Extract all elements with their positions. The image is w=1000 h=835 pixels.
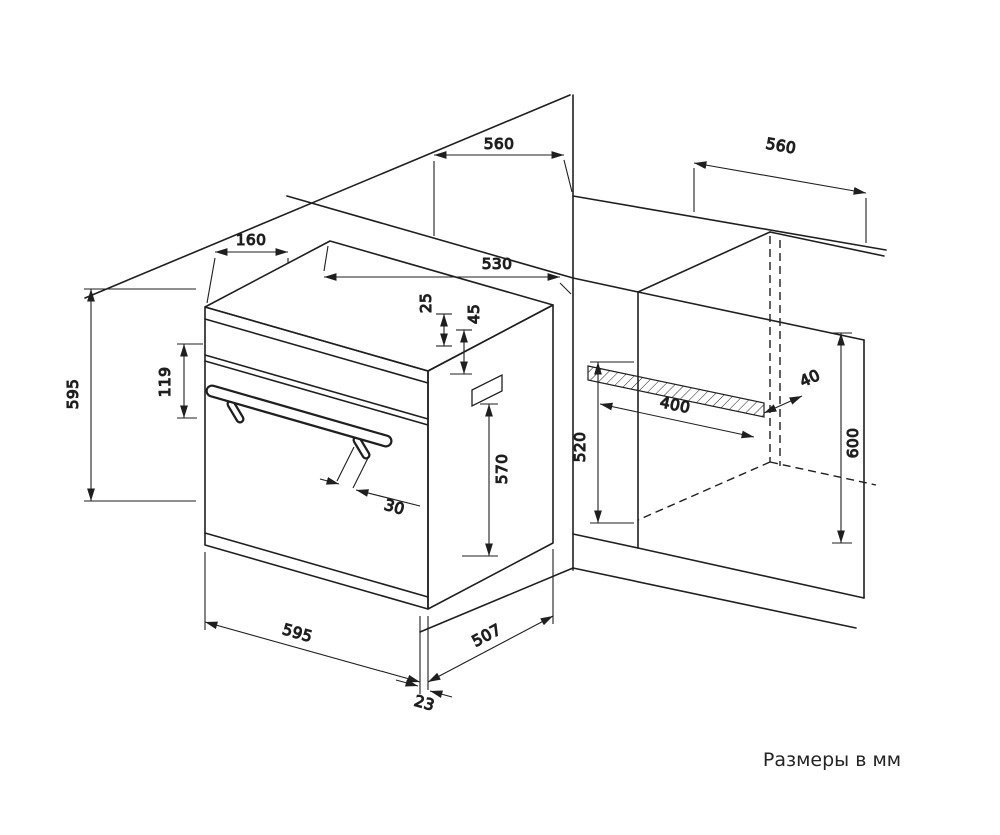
dim-label-niche-height: 600: [844, 428, 862, 459]
dim-label-front-panel-depth: 160: [236, 231, 267, 249]
oven-side-face: [427, 304, 554, 610]
dimensions: 560 560 530 160 25: [63, 134, 867, 715]
dim-label-oven-width: 595: [280, 620, 314, 646]
dimension-front-panel-depth: 160: [206, 230, 289, 304]
units-caption: Размеры в мм: [763, 749, 901, 771]
dimension-niche-depth-right: 560: [693, 134, 867, 243]
dimension-cutout-width: 530: [323, 245, 572, 295]
dimension-door-overhang: 23: [395, 678, 453, 715]
door-handle: [205, 384, 393, 460]
kitchen-structure: [84, 94, 887, 633]
dimension-niche-height: 600: [832, 332, 863, 544]
control-panel-top-line: [204, 318, 429, 384]
oven: [204, 240, 554, 610]
dimension-oven-width: 595: [204, 552, 421, 694]
dim-label-handle-depth: 30: [382, 496, 407, 519]
dim-label-oven-depth: 507: [469, 620, 504, 650]
dim-label-control-zone-height: 119: [156, 367, 174, 398]
dim-label-door-height: 570: [493, 454, 511, 485]
dimension-niche-depth-left: 560: [433, 134, 573, 236]
dimension-base-opening-height: 520: [570, 361, 634, 524]
dim-label-rear-gap: 40: [797, 366, 823, 391]
dimension-panel-height: 45: [450, 303, 484, 375]
dim-label-door-overhang: 23: [412, 692, 437, 715]
dimension-door-height: 570: [462, 403, 512, 557]
dim-label-niche-depth-right: 560: [764, 135, 797, 158]
niche-bottom-front-edge: [637, 547, 865, 599]
niche-top-back-edge: [769, 231, 885, 257]
dim-label-top-gap: 25: [417, 293, 435, 313]
floor-edge-right: [572, 567, 857, 629]
dim-label-oven-height: 595: [64, 379, 82, 410]
cabinet-edge-to-niche: [572, 277, 639, 293]
dimension-control-zone-height: 119: [155, 343, 203, 419]
dim-label-niche-depth-left: 560: [484, 135, 515, 153]
left-wall-top-edge: [84, 94, 571, 299]
dimension-handle-depth: 30: [319, 446, 421, 519]
door-top-line-2: [204, 360, 429, 426]
niche-top-front-edge: [637, 291, 865, 341]
left-cabinet-front-edge: [286, 195, 574, 279]
side-vent-plate: [471, 373, 503, 408]
niche-top-left-edge: [637, 231, 771, 293]
dimension-oven-depth: 507: [427, 549, 554, 690]
door-top-line-1: [204, 354, 429, 420]
dim-label-cutout-width: 530: [482, 255, 513, 273]
dimension-rear-gap: 40: [763, 366, 823, 414]
niche-hidden-floor-left: [637, 461, 771, 521]
dimension-oven-height: 595: [63, 288, 196, 502]
niche-hidden-floor-right: [769, 461, 877, 486]
oven-front-face: [204, 306, 429, 610]
base-cabinet-edge: [572, 533, 639, 549]
dim-label-base-opening-height: 520: [571, 432, 589, 463]
dim-label-panel-height: 45: [465, 304, 483, 324]
right-wall-top-edge: [572, 195, 887, 251]
door-bottom-line: [204, 532, 429, 598]
dimension-top-gap: 25: [416, 292, 452, 347]
